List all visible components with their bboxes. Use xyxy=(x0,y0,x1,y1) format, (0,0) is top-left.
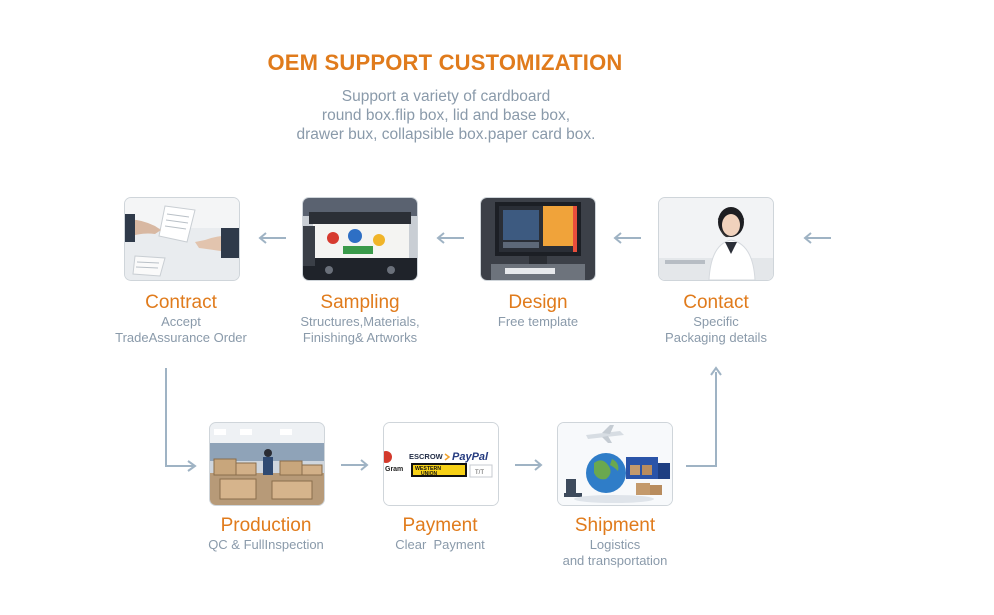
step-payment-title: Payment xyxy=(402,515,478,536)
contract-photo xyxy=(124,197,240,281)
step-contact: Contact Specific Packaging details xyxy=(626,292,806,345)
step-contract-desc-1: Accept xyxy=(161,314,201,329)
page-title: OEM SUPPORT CUSTOMIZATION xyxy=(267,50,623,75)
step-sampling-desc-1: Structures,Materials, xyxy=(300,314,420,329)
payment-logos-image: Gram ESCROW PayPal WESTERN UNION T/T xyxy=(384,423,498,505)
subtitle-line-3: drawer bux, collapsible box.paper card b… xyxy=(296,126,596,143)
step-shipment-title: Shipment xyxy=(574,515,656,536)
design-photo xyxy=(480,197,596,281)
contact-photo xyxy=(658,197,774,281)
moneygram-logo-text: Gram xyxy=(385,466,403,473)
arrow-left-into-contact xyxy=(802,231,832,245)
sampling-printer-image xyxy=(303,198,417,280)
step-payment-desc-1: Clear Payment xyxy=(395,537,485,552)
step-contact-desc-2: Packaging details xyxy=(665,329,767,345)
paypal-logo-text: PayPal xyxy=(452,451,489,463)
contact-operator-image xyxy=(659,198,773,280)
step-shipment: Shipment Logistics and transportation xyxy=(525,515,705,568)
shipment-photo xyxy=(557,422,673,506)
western-union-logo-line1: WESTERN xyxy=(415,466,441,472)
step-payment: Payment Clear Payment xyxy=(350,515,530,553)
arrow-right-payment-to-shipment xyxy=(514,458,544,472)
arrow-left-design-to-sampling xyxy=(435,231,465,245)
step-design-desc-1: Free template xyxy=(497,314,579,329)
step-contract-desc-2: TradeAssurance Order xyxy=(115,329,247,345)
step-contact-desc-1: Specific xyxy=(693,314,739,329)
step-production-desc-1: QC & FullInspection xyxy=(208,537,324,552)
contract-handshake-image xyxy=(125,198,239,280)
step-contract: Contract Accept TradeAssurance Order xyxy=(91,292,271,345)
arrow-left-sampling-to-contract xyxy=(257,231,287,245)
arrow-into-production xyxy=(186,459,198,473)
arrow-left-contact-to-design xyxy=(612,231,642,245)
shipment-logistics-image xyxy=(558,423,672,505)
connector-shipment-right xyxy=(686,465,717,467)
production-warehouse-image xyxy=(210,423,324,505)
step-production-title: Production xyxy=(220,515,312,536)
connector-contract-right xyxy=(165,465,193,467)
step-sampling-title: Sampling xyxy=(320,292,400,313)
payment-photo: Gram ESCROW PayPal WESTERN UNION T/T xyxy=(383,422,499,506)
production-photo xyxy=(209,422,325,506)
page-subtitle: Support a variety of cardboard round box… xyxy=(250,87,642,144)
step-contact-title: Contact xyxy=(683,292,749,313)
connector-shipment-up xyxy=(715,372,717,467)
western-union-logo-line2: UNION xyxy=(421,471,438,477)
step-production: Production QC & FullInspection xyxy=(176,515,356,553)
subtitle-line-1: Support a variety of cardboard xyxy=(341,88,551,105)
step-shipment-desc-2: and transportation xyxy=(562,552,668,568)
arrow-right-production-to-payment xyxy=(340,458,370,472)
design-monitor-image xyxy=(481,198,595,280)
step-shipment-desc-1: Logistics xyxy=(589,537,641,552)
step-sampling-desc-2: Finishing& Artworks xyxy=(302,329,418,345)
step-sampling: Sampling Structures,Materials, Finishing… xyxy=(270,292,450,345)
step-contract-title: Contract xyxy=(145,292,217,313)
tt-logo-text: T/T xyxy=(475,470,484,476)
subtitle-line-2: round box.flip box, lid and base box, xyxy=(321,107,571,124)
step-design: Design Free template xyxy=(448,292,628,330)
step-design-title: Design xyxy=(508,292,568,313)
sampling-photo xyxy=(302,197,418,281)
arrow-up-into-contact xyxy=(709,365,723,377)
connector-contract-down xyxy=(165,368,167,466)
escrow-logo-text: ESCROW xyxy=(409,452,444,461)
